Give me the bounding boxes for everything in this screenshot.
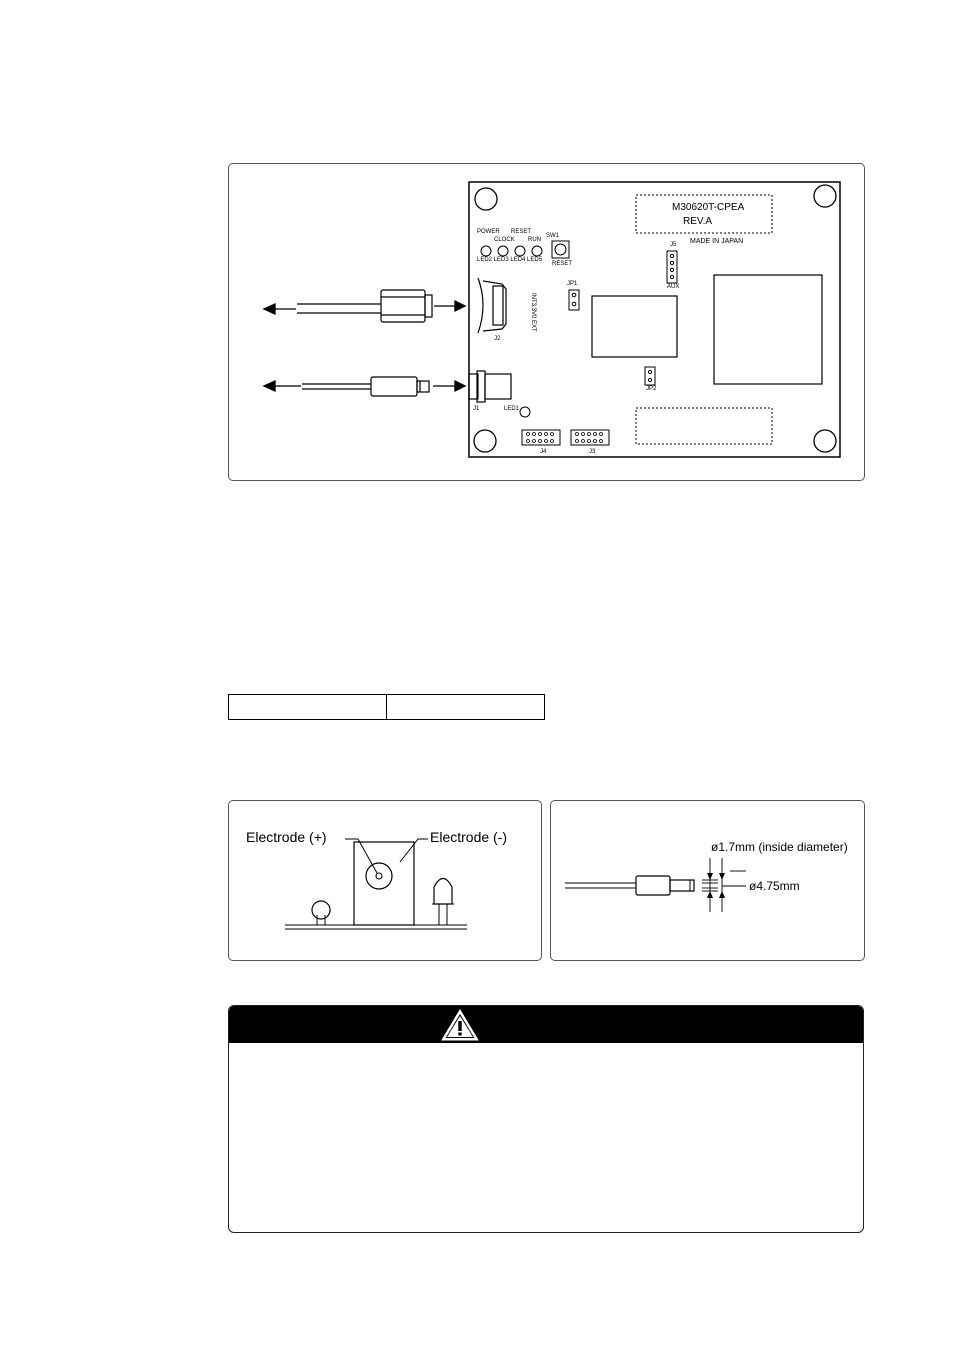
caution-header-bar: [229, 1006, 863, 1043]
j1-label: J1: [473, 406, 480, 412]
plug-tip: [669, 879, 695, 892]
arrow-modular-right: [434, 299, 467, 313]
jp1-label: JP1: [567, 281, 578, 287]
mount-hole-br: [813, 429, 837, 453]
inside-diameter-label: ø1.7mm (inside diameter): [711, 840, 848, 854]
mount-hole-bl: [473, 429, 497, 453]
aux-label: AUX: [667, 284, 680, 290]
caution-box: [228, 1005, 864, 1233]
plug-figure-frame: [550, 800, 865, 961]
made-in-label: MADE IN JAPAN: [690, 238, 744, 245]
small-component-left: [311, 900, 331, 920]
j3-label: J3: [589, 449, 596, 455]
board-model-label: M30620T-CPEA: [672, 202, 745, 213]
modular-cable: [297, 289, 433, 323]
j1-jack: [468, 370, 512, 403]
led1-shape: [519, 406, 531, 418]
power-cable: [302, 376, 430, 397]
led4-shape: [514, 245, 526, 257]
j3-shape: [570, 429, 610, 446]
spec-table-cell-right: [387, 695, 544, 719]
led-run-label: RUN: [528, 237, 541, 243]
pcb-outline: [468, 181, 841, 458]
led-reset-label: RESET: [511, 229, 532, 235]
sw1-shape: [551, 240, 570, 259]
j2-jack: [477, 277, 507, 334]
j4-shape: [521, 429, 561, 446]
led2-shape: [480, 245, 492, 257]
led-power-label: POWER: [477, 229, 500, 235]
led5-shape: [531, 245, 543, 257]
polarity-diagram: [285, 838, 467, 930]
electrode-outer-ring: [365, 862, 393, 890]
board-revision-label: REV.A: [683, 216, 713, 227]
spec-table-cell-left: [229, 695, 387, 719]
mount-hole-tl: [474, 187, 498, 211]
j4-label: J4: [540, 449, 547, 455]
connection-diagram: [262, 181, 841, 458]
plug-body: [635, 875, 671, 896]
outside-diameter-label: ø4.75mm: [749, 879, 800, 893]
sw1-label: SW1: [546, 233, 560, 239]
dc-jack-body: [353, 841, 415, 926]
arrow-power-right: [433, 379, 467, 393]
mcu-chip: [591, 295, 678, 358]
led-ids-label: LED2 LED3 LED4 LED5: [477, 257, 543, 263]
reset-button-label: RESET: [552, 261, 573, 267]
j5-label: J5: [670, 242, 677, 248]
plug-diagram: [565, 858, 746, 912]
large-component: [713, 274, 823, 385]
electrode-plus-label: Electrode (+): [246, 829, 327, 845]
electrode-minus-label: Electrode (-): [430, 829, 508, 845]
j2-label: J2: [494, 336, 501, 342]
arrow-modular-left: [262, 302, 296, 316]
arrow-power-left: [262, 379, 301, 393]
mount-hole-tr: [813, 184, 837, 208]
spec-table: [228, 694, 545, 720]
electrode-center-pin: [375, 872, 383, 880]
warning-icon: [441, 1009, 479, 1041]
polarity-figure-frame: [228, 800, 542, 961]
led1-label: LED1: [504, 406, 520, 412]
led-clock-label: CLOCK: [494, 237, 515, 243]
led-component-right: [433, 877, 453, 905]
j5-shape: [666, 250, 678, 284]
bottom-dashed-box: [635, 407, 773, 445]
jp1-shape: [568, 289, 580, 311]
jp2-shape: [644, 366, 656, 386]
model-label-box: [635, 194, 773, 234]
jp2-label: JP2: [646, 386, 657, 392]
jp1-modes-label: INT3.3V0 EXT: [530, 293, 536, 332]
led3-shape: [497, 245, 509, 257]
